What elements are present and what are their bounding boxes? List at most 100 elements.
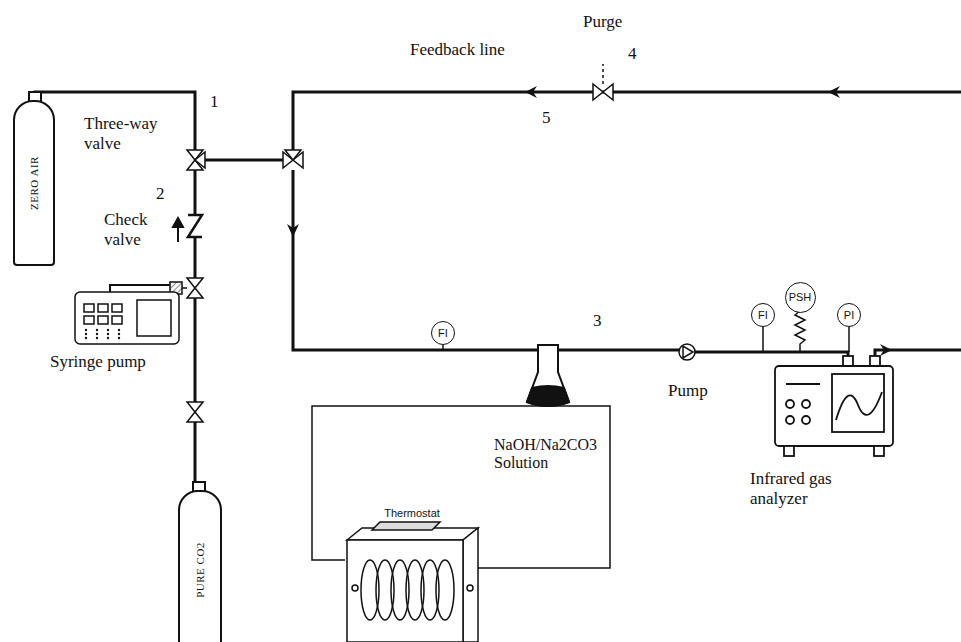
infrared-gas-analyzer — [836, 392, 882, 420]
flow-arrowheads — [525, 86, 537, 98]
node-text: FI — [758, 309, 768, 321]
syringe-pump — [118, 333, 120, 335]
syringe-pump — [112, 316, 122, 324]
node-text: FI — [438, 327, 448, 339]
infrared-gas-analyzer — [784, 446, 794, 456]
gas-cylinder: PURE CO2 — [178, 490, 222, 642]
valve-label: Three-way valve — [84, 114, 168, 153]
syringe-pump — [96, 333, 98, 335]
callout-number: 1 — [210, 92, 219, 112]
syringe-pump — [85, 329, 120, 339]
thermostat-bath — [352, 585, 358, 591]
thermostat-bath — [372, 522, 440, 530]
cylinder-caps — [29, 92, 205, 492]
infrared-gas-analyzer — [802, 416, 810, 424]
callout-number: 4 — [628, 44, 637, 64]
valve-label: Purge — [583, 12, 622, 32]
device-label: Pump — [668, 381, 708, 401]
syringe-pump — [107, 337, 109, 339]
solution-label: NaOH/Na2CO3 Solution — [494, 436, 610, 473]
pressure-indicator: PI — [837, 303, 861, 327]
flask — [527, 345, 569, 406]
syringe-pump — [96, 329, 98, 331]
syringe-pump — [107, 333, 109, 335]
valve-symbols — [187, 84, 613, 422]
pipes — [553, 350, 679, 395]
thermostat-bath — [467, 585, 473, 591]
node-text: PI — [844, 309, 854, 321]
sensor-stems — [762, 327, 764, 352]
valve-symbols — [187, 278, 203, 288]
callout-number: 5 — [542, 108, 551, 128]
syringe-pump — [118, 337, 120, 339]
valve-symbols — [195, 152, 205, 168]
callout-number: 3 — [593, 311, 602, 331]
pipes — [194, 170, 197, 215]
infrared-gas-analyzer — [786, 400, 794, 408]
valve-label: Check valve — [104, 210, 168, 249]
thermostat-bath — [436, 560, 454, 620]
node-text: ZERO AIR — [28, 156, 40, 210]
valve-symbols — [187, 412, 203, 422]
infrared-gas-analyzer — [832, 374, 884, 432]
sensor-stems — [443, 311, 849, 352]
pipes — [194, 422, 197, 490]
valve-symbols — [187, 288, 203, 298]
syringe-pump — [107, 329, 109, 331]
pressure-switch: PSH — [785, 282, 816, 313]
gas-cylinder: ZERO AIR — [13, 100, 55, 266]
node-text: PSH — [789, 291, 812, 303]
infrared-gas-analyzer — [843, 356, 853, 366]
flow-arrowheads — [828, 86, 840, 98]
syringe-pump — [137, 300, 171, 336]
node-text: PURE CO2 — [194, 542, 206, 598]
valve-symbols — [285, 150, 301, 160]
syringe-pump — [98, 304, 108, 312]
syringe-pump — [75, 285, 179, 344]
pump-symbol — [679, 344, 695, 360]
pipes — [205, 159, 283, 162]
sensor-stems — [795, 311, 805, 352]
valve-symbols — [187, 402, 203, 412]
infrared-gas-analyzer — [874, 446, 884, 456]
valve-symbols — [593, 84, 603, 100]
pipes — [293, 92, 961, 150]
line-label: Feedback line — [410, 40, 505, 60]
valve-stem — [182, 287, 187, 289]
syringe-pump — [84, 304, 94, 312]
syringe-pump — [85, 333, 87, 335]
flow-indicator: FI — [751, 303, 775, 327]
thermostat-bath — [361, 560, 454, 620]
syringe-pump — [96, 337, 98, 339]
purge-line — [602, 64, 604, 84]
syringe-pump — [118, 329, 120, 331]
device-label: Syringe pump — [50, 352, 146, 372]
pipes — [35, 92, 961, 490]
flow-arrow-up — [173, 218, 183, 227]
flow-arrow-up — [173, 218, 183, 242]
syringe-pump — [85, 337, 87, 339]
thermostat-bath — [463, 528, 478, 642]
pipes — [194, 237, 197, 278]
syringe-pump — [98, 316, 108, 324]
thermostat-bath: Thermostat — [362, 507, 462, 523]
pump-symbol — [683, 346, 693, 358]
syringe-pump — [84, 316, 94, 324]
pump-symbol — [679, 344, 695, 360]
flask — [527, 345, 569, 406]
infrared-gas-analyzer — [786, 416, 794, 424]
flow-arrowheads — [287, 86, 892, 356]
infrared-gas-analyzer — [870, 356, 880, 366]
syringe-pump — [110, 285, 170, 292]
device-label: Infrared gas analyzer — [750, 469, 860, 508]
callout-number: 2 — [156, 184, 165, 204]
infrared-gas-analyzer — [775, 366, 893, 446]
thermostat-bath — [347, 540, 463, 642]
syringe-pump — [85, 329, 87, 331]
syringe-pump — [75, 292, 179, 344]
thermostat-bath — [347, 522, 478, 642]
infrared-gas-analyzer — [786, 383, 820, 385]
check-valve — [188, 215, 202, 237]
